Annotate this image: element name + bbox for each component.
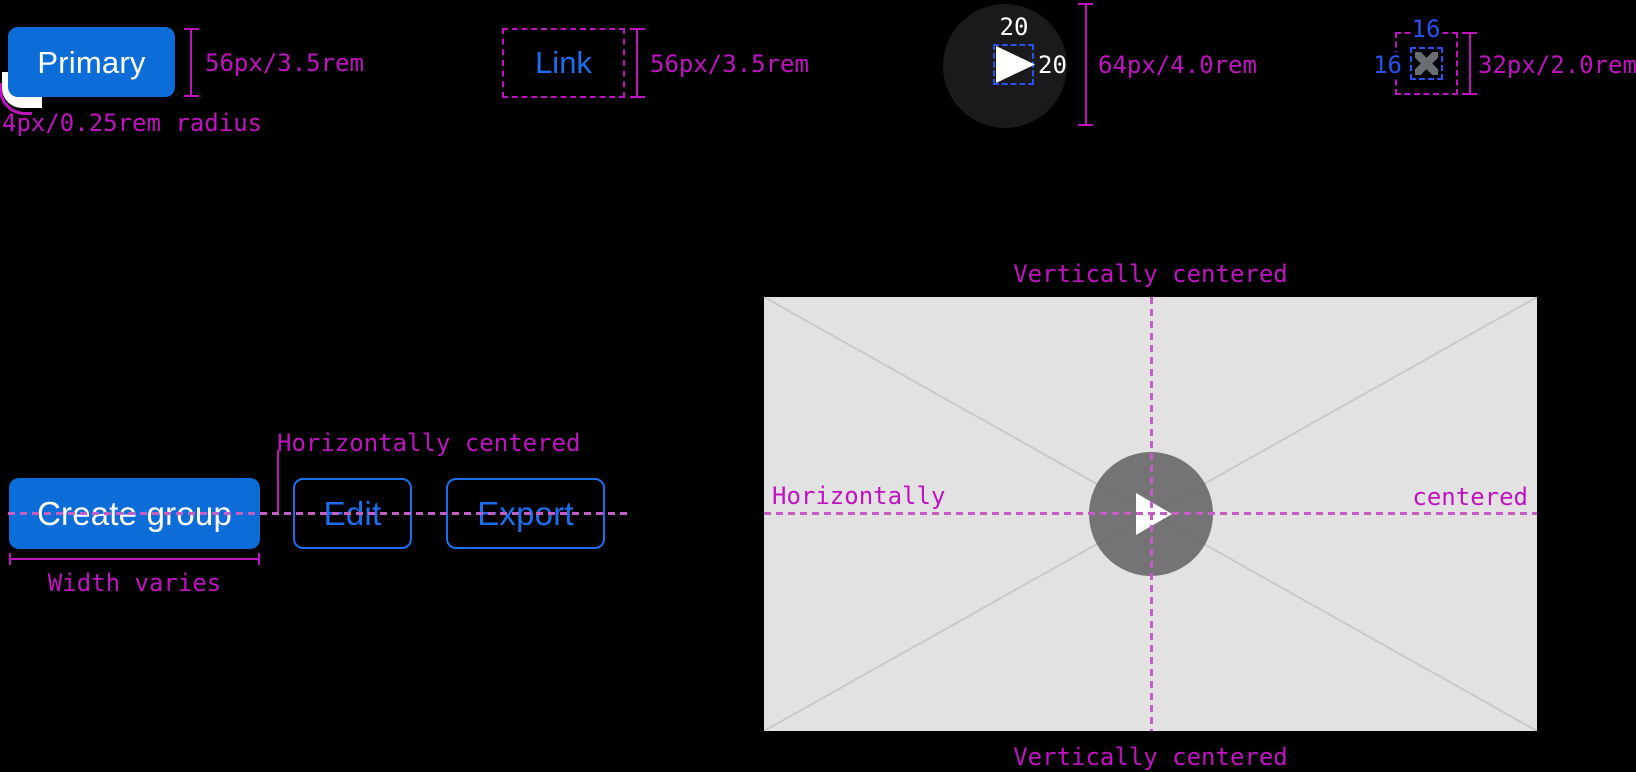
link-button[interactable]: Link [502,28,625,98]
primary-button-label: Primary [37,44,146,80]
icon-height-measure-line [1085,3,1087,126]
icon-height-label: 64px/4.0rem [1098,51,1257,79]
close-icon-width-label: 16 [1411,15,1441,43]
link-button-bounds [502,28,625,98]
radius-arc [0,83,32,115]
media-left-annotation: Horizontally [772,482,946,510]
measure-cap [1462,32,1477,34]
measure-cap [184,95,199,97]
media-right-annotation: centered [1412,483,1528,511]
measure-cap [1078,3,1093,5]
close-button[interactable] [1415,52,1438,75]
measure-cap [1462,93,1477,95]
measure-cap [630,96,645,98]
measure-cap [630,28,645,30]
link-height-label: 56px/3.5rem [650,50,809,78]
play-icon-height-label: 20 [1038,51,1067,79]
close-icon [1415,52,1438,75]
annotation-connector-line [277,450,279,513]
primary-height-label: 56px/3.5rem [205,49,364,77]
horizontal-center-annotation: Horizontally centered [277,429,581,457]
measure-cap [9,553,11,565]
play-icon-width-label: 20 [999,13,1029,41]
close-height-label: 32px/2.0rem [1478,51,1636,79]
horizontal-center-guide [764,512,1537,515]
primary-height-measure-line [190,28,192,97]
width-varies-note: Width varies [47,569,222,597]
primary-button[interactable]: Primary [8,27,175,97]
close-icon-bounds [1410,47,1443,80]
measure-cap [184,28,199,30]
link-height-measure-line [636,28,638,98]
close-height-measure-line [1469,32,1471,95]
close-icon-height-label: 16 [1372,51,1402,79]
horizontal-center-guide [8,512,632,515]
media-bottom-annotation: Vertically centered [1013,743,1288,771]
radius-note: 4px/0.25rem radius [2,109,263,137]
link-button-label: Link [535,45,592,80]
media-top-annotation: Vertically centered [1013,260,1288,288]
width-measure-line [9,558,260,560]
measure-cap [258,553,260,565]
measure-cap [1078,124,1093,126]
